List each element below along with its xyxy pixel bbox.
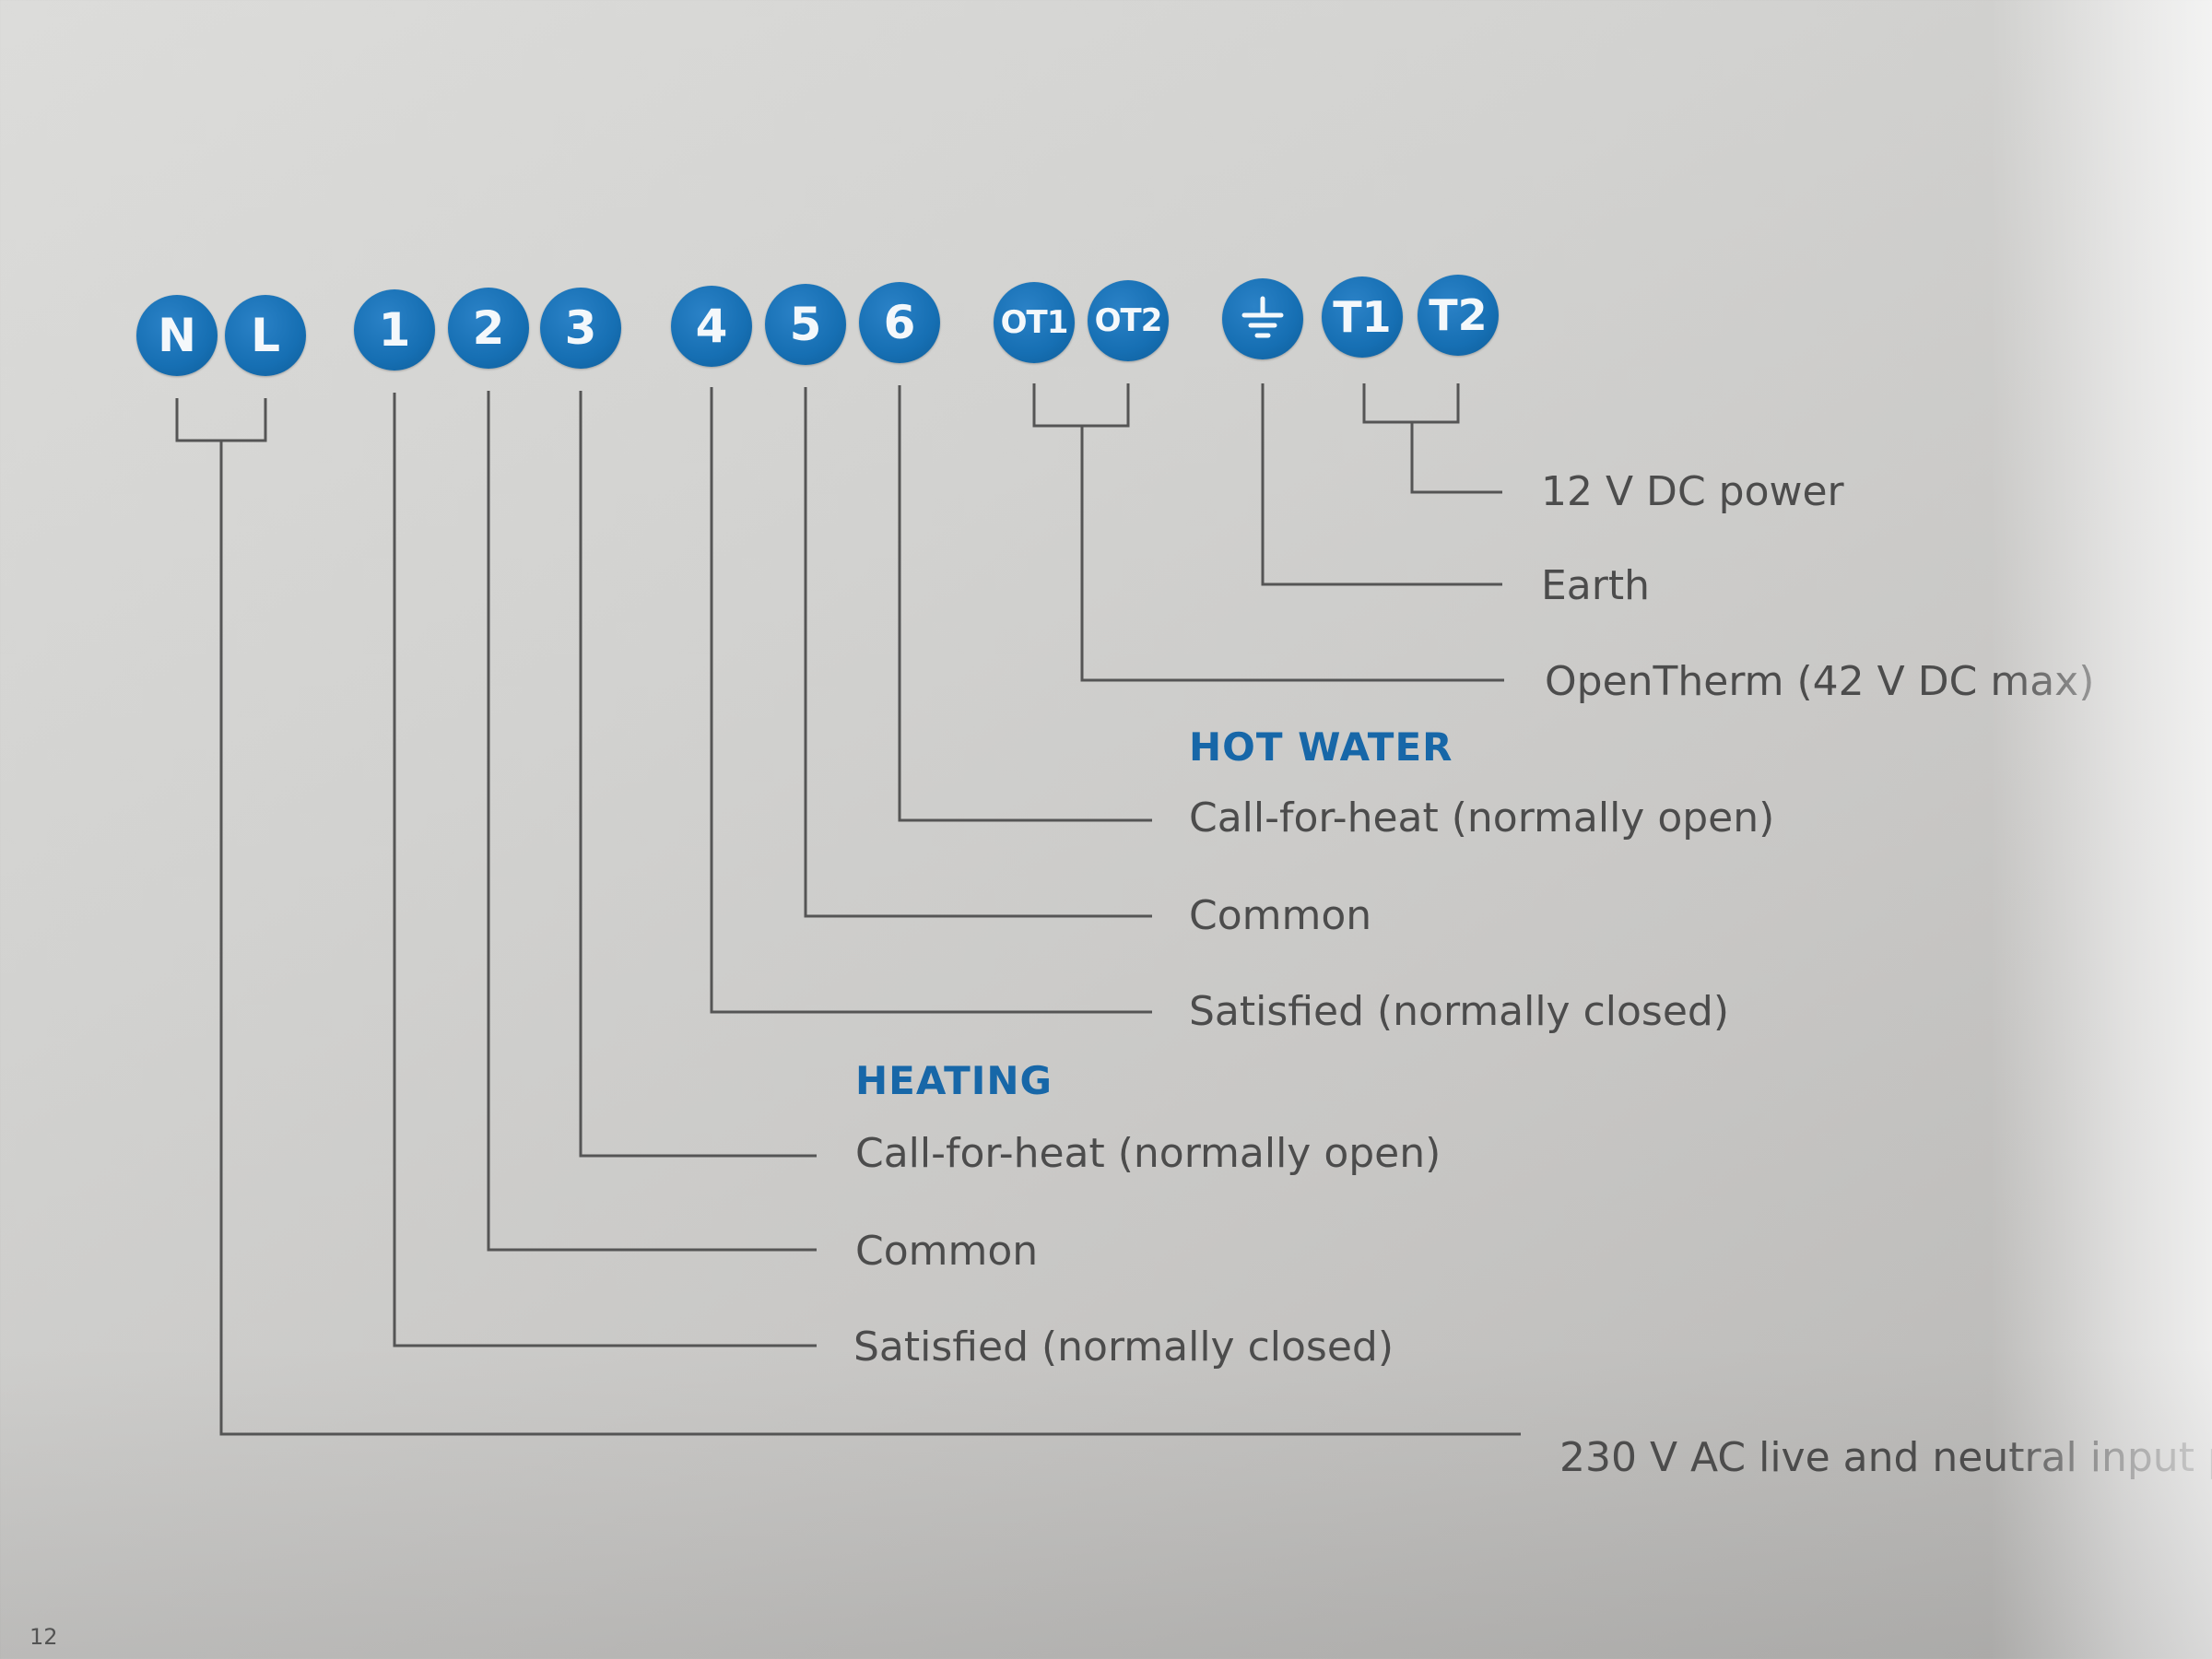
terminal-l: L xyxy=(225,295,306,376)
terminal-1: 1 xyxy=(354,289,435,371)
terminal-5-label: 5 xyxy=(789,298,822,351)
terminal-2-label: 2 xyxy=(472,301,505,355)
terminal-t2-label: T2 xyxy=(1429,290,1488,340)
terminal-l-label: L xyxy=(251,309,280,362)
wire-heating-call xyxy=(579,391,817,1158)
label-earth: Earth xyxy=(1541,562,1650,609)
terminal-5: 5 xyxy=(765,284,846,365)
label-heating-common: Common xyxy=(855,1228,1039,1275)
terminal-2: 2 xyxy=(448,288,529,369)
page-number: 12 xyxy=(29,1624,58,1650)
wire-hw-common xyxy=(804,387,1152,918)
terminal-4: 4 xyxy=(671,286,752,367)
terminal-ot1: OT1 xyxy=(994,282,1075,363)
label-hw-satisfied: Satisfied (normally closed) xyxy=(1189,988,1730,1035)
terminal-ot2: OT2 xyxy=(1088,280,1169,361)
label-mains: 230 V AC live and neutral input p xyxy=(1559,1434,2212,1481)
terminal-ot2-label: OT2 xyxy=(1094,302,1163,339)
terminal-n-label: N xyxy=(158,309,196,362)
heading-hot-water: HOT WATER xyxy=(1189,724,1453,770)
earth-ground-icon xyxy=(1241,296,1284,338)
wire-hw-call xyxy=(898,385,1152,822)
terminal-earth xyxy=(1222,278,1303,359)
terminal-6-label: 6 xyxy=(883,296,916,349)
label-hw-call-for-heat: Call-for-heat (normally open) xyxy=(1189,794,1775,841)
label-heating-satisfied: Satisfied (normally closed) xyxy=(853,1324,1394,1371)
terminal-ot1-label: OT1 xyxy=(1000,304,1069,341)
label-dc-power: 12 V DC power xyxy=(1541,468,1844,515)
heading-heating: HEATING xyxy=(855,1058,1053,1103)
terminal-1-label: 1 xyxy=(378,303,411,357)
label-heating-call-for-heat: Call-for-heat (normally open) xyxy=(855,1130,1441,1177)
terminal-t1: T1 xyxy=(1322,276,1403,358)
terminal-3-label: 3 xyxy=(564,301,597,355)
terminal-n: N xyxy=(136,295,218,376)
wire-hw-satisfied xyxy=(710,387,1152,1014)
terminal-3: 3 xyxy=(540,288,621,369)
wire-heating-common xyxy=(487,391,817,1252)
terminal-6: 6 xyxy=(859,282,940,363)
wire-opentherm xyxy=(1032,383,1504,682)
wire-dc-power xyxy=(1362,383,1502,494)
wire-heating-satisfied xyxy=(393,393,817,1347)
terminal-4-label: 4 xyxy=(695,300,728,353)
label-hw-common: Common xyxy=(1189,892,1372,939)
label-opentherm: OpenTherm (42 V DC max) xyxy=(1545,658,2095,705)
wire-earth xyxy=(1261,383,1502,586)
wire-mains xyxy=(175,398,1521,1436)
terminal-t1-label: T1 xyxy=(1333,292,1392,342)
terminal-t2: T2 xyxy=(1418,275,1499,356)
